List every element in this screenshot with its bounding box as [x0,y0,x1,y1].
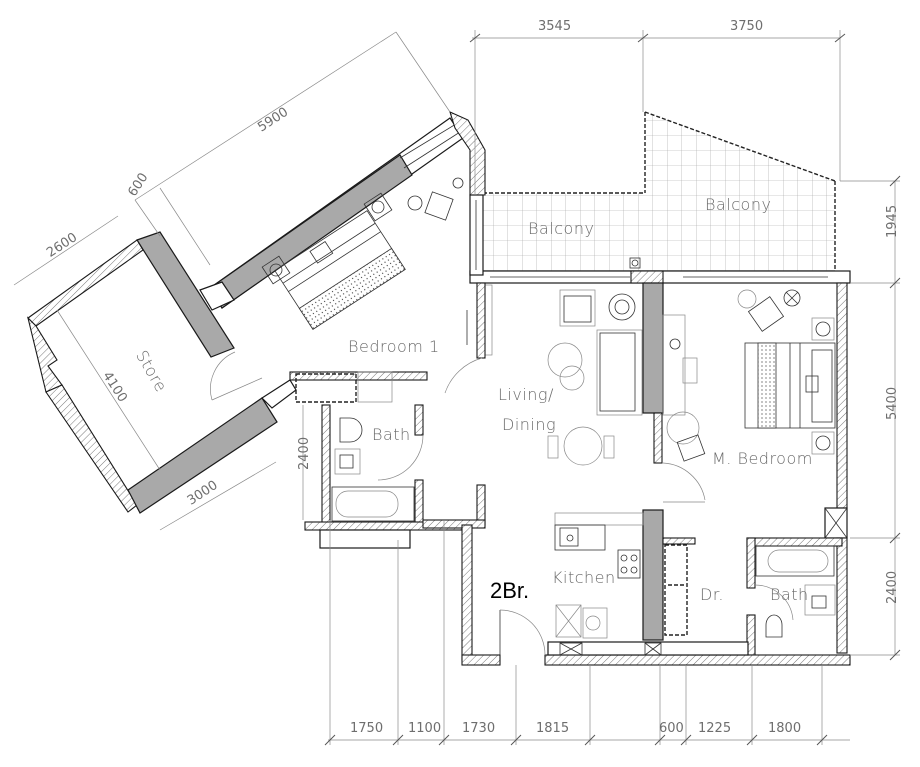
dim-left-2400: 2400 [297,437,312,470]
dim-bottom-600: 600 [659,721,684,736]
label-bedroom1: Bedroom 1 [348,337,440,356]
label-bath2: Bath [770,585,809,604]
dim-bottom-1225: 1225 [698,721,731,736]
room-labels: Balcony Balcony Bedroom 1 Store Bath Liv… [132,195,813,604]
dim-3000: 3000 [185,478,221,509]
dim-5900: 5900 [255,105,291,136]
dim-bottom-1730: 1730 [462,721,495,736]
dim-bottom-1800: 1800 [768,721,801,736]
master-armchair [737,289,801,332]
label-master-bedroom: M. Bedroom [712,449,813,468]
label-dressing: Dr. [700,585,724,604]
dimension-lines [13,30,901,746]
master-door [662,462,706,501]
dim-4100: 4100 [99,369,130,405]
dim-right-5400: 5400 [885,387,900,420]
entry-door [444,357,546,656]
label-balcony-left: Balcony [528,219,594,238]
desk-chair [666,411,706,462]
label-store: Store [132,347,171,395]
armchair-icon [407,177,464,221]
master-nightstands [811,317,835,455]
dim-right-1945: 1945 [885,205,900,238]
balcony-right [644,111,836,271]
main-walls [422,282,851,666]
label-bath1: Bath [372,425,411,444]
dim-2600: 2600 [44,230,80,261]
label-balcony-right: Balcony [705,195,771,214]
dim-right-2400: 2400 [885,571,900,604]
balcony-left [483,192,648,271]
dim-top-3545: 3545 [538,19,571,34]
dim-bottom-1815: 1815 [536,721,569,736]
balcony-sliding-doors [469,257,851,284]
dim-bottom-1750: 1750 [350,721,383,736]
unit-type-label: 2Br. [490,578,529,603]
bath2-fixtures [754,545,836,638]
bed-master [744,342,836,429]
dressing-wardrobe [664,544,688,636]
bedroom1-wing [27,111,486,514]
bed-bedroom1 [274,210,406,330]
dim-bottom-1100: 1100 [408,721,441,736]
label-living: Living/ [498,385,554,404]
label-dining: Dining [502,415,556,434]
dim-top-3750: 3750 [730,19,763,34]
kitchen-fixtures [554,512,644,639]
living-furniture [547,289,698,466]
nightstand-icon [261,192,393,285]
label-kitchen: Kitchen [552,568,616,587]
dim-600: 600 [125,170,151,199]
